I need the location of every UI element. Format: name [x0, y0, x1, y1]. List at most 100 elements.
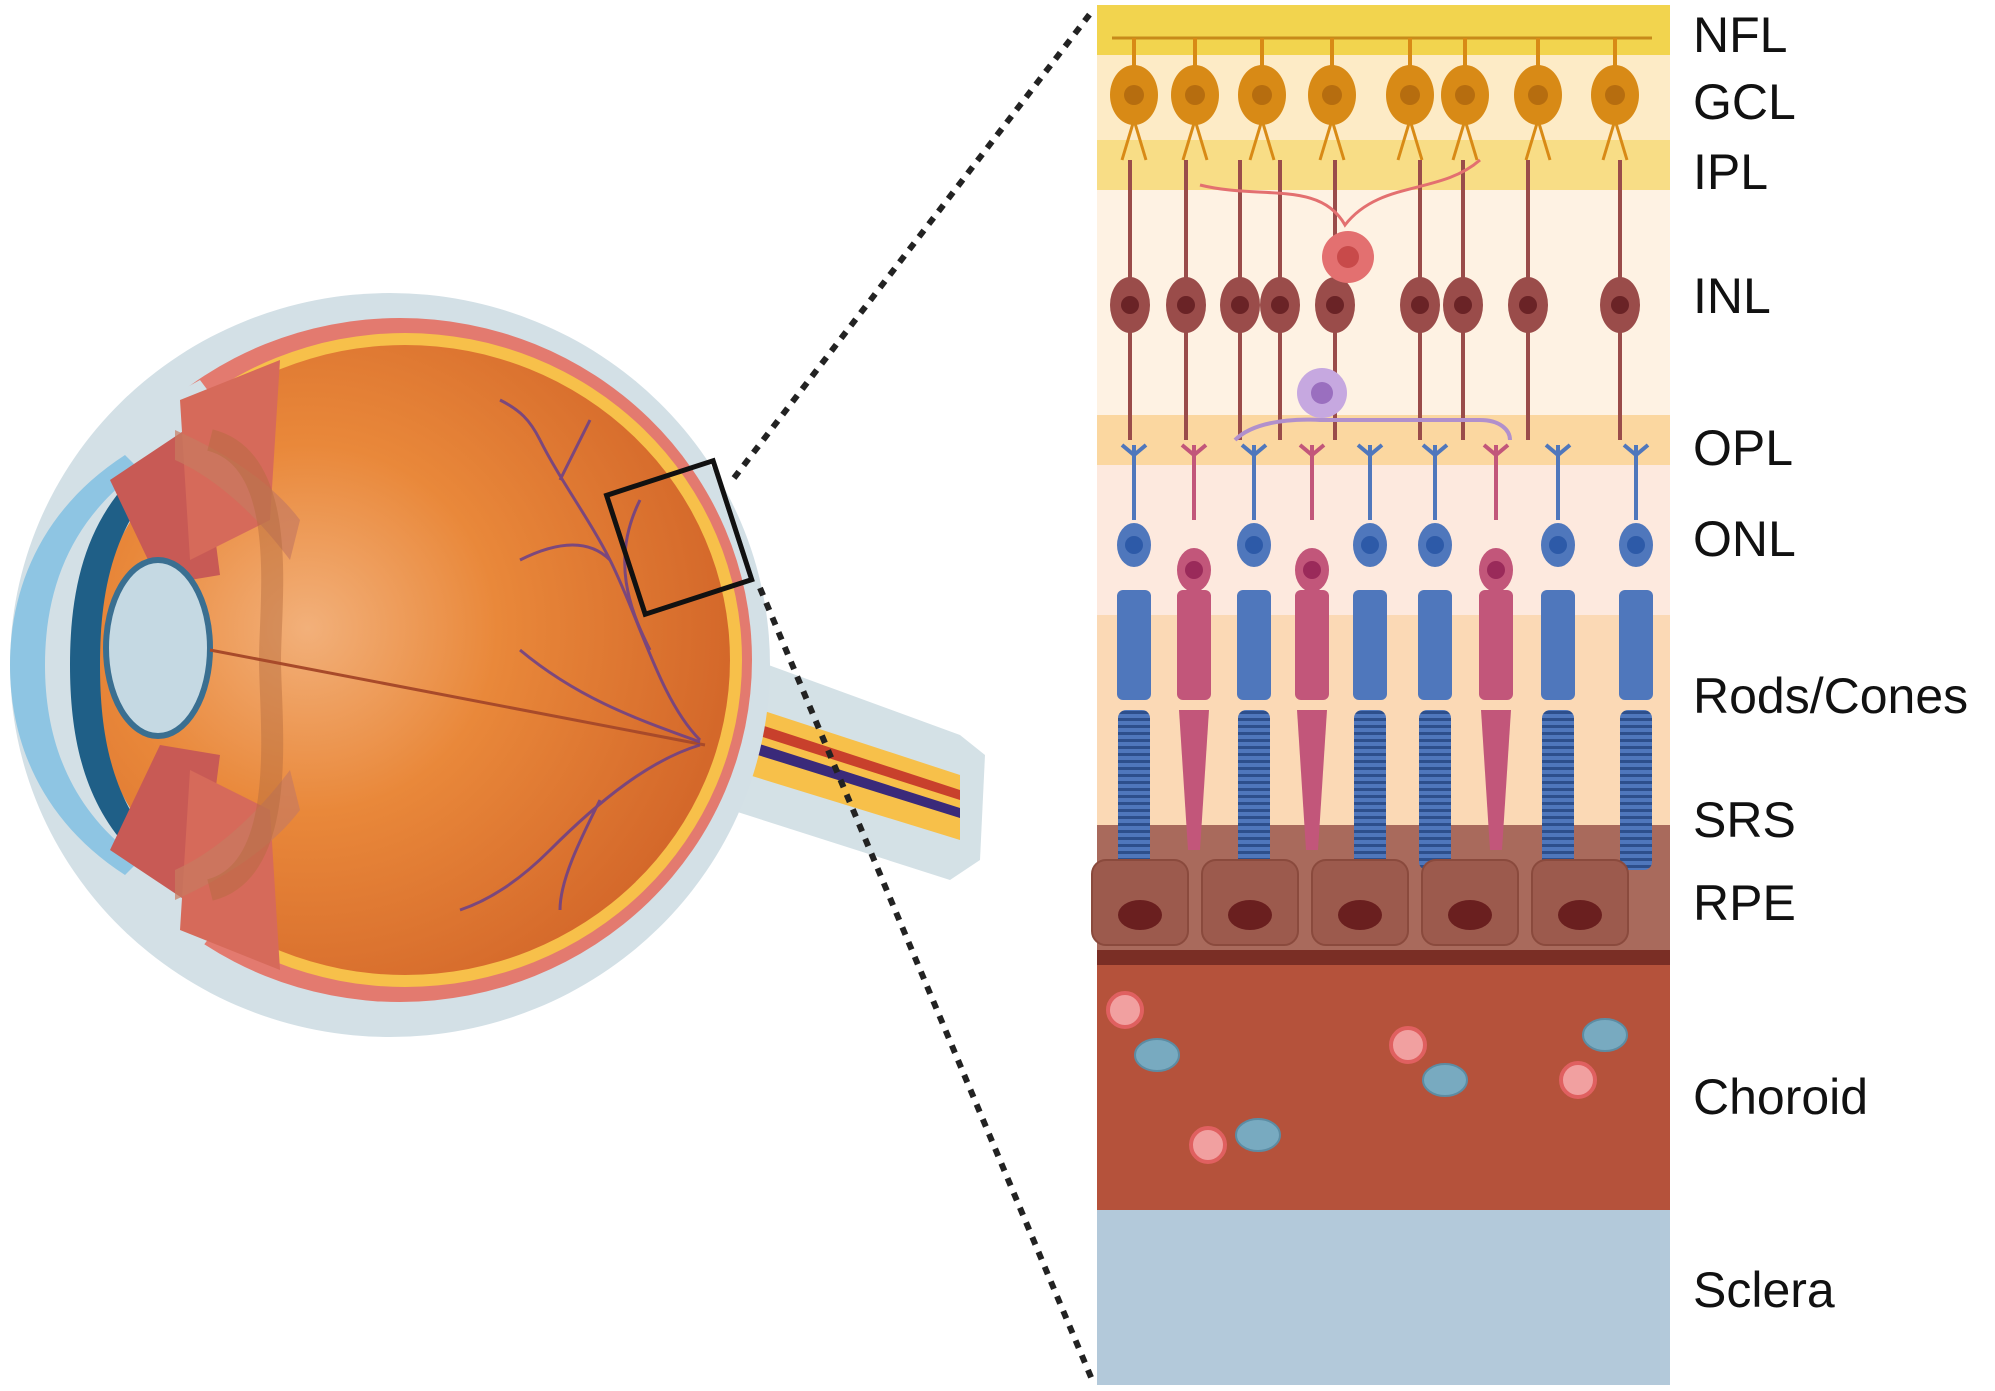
ganglion-dendrite	[1318, 119, 1346, 161]
rpe-nucleus	[1558, 900, 1602, 930]
bipolar-nucleus	[1121, 296, 1139, 314]
rpe-nucleus	[1118, 900, 1162, 930]
band-opl	[1097, 415, 1670, 465]
horizontal-nucleus	[1311, 382, 1333, 404]
label-inl: INL	[1693, 268, 1771, 324]
rod-terminal	[1356, 443, 1384, 458]
label-opl: OPL	[1693, 420, 1794, 476]
red-blood-cell	[1189, 1126, 1227, 1164]
cone-inner-segment	[1177, 590, 1211, 700]
label-rpe: RPE	[1693, 875, 1796, 931]
zoom-line-top	[731, 8, 1096, 480]
rod-inner-segment	[1237, 590, 1271, 700]
ganglion-nucleus	[1455, 85, 1475, 105]
label-rods-cones: Rods/Cones	[1693, 668, 1969, 724]
rod-nucleus	[1627, 536, 1645, 554]
eye-cross-section	[10, 293, 985, 1037]
rod-outer-segment	[1238, 710, 1270, 870]
rod-inner-segment	[1619, 590, 1653, 700]
ganglion-nucleus	[1528, 85, 1548, 105]
ganglion-dendrite	[1181, 119, 1209, 161]
rod-nucleus	[1125, 536, 1143, 554]
rod-inner-segment	[1353, 590, 1387, 700]
cone-nucleus	[1487, 561, 1505, 579]
rod-outer-segment	[1419, 710, 1451, 870]
cone-outer-segment	[1179, 710, 1209, 850]
rod-nucleus	[1426, 536, 1444, 554]
band-sclera	[1097, 1210, 1670, 1385]
rpe-nucleus	[1338, 900, 1382, 930]
bipolar-nucleus	[1271, 296, 1289, 314]
cone-nucleus	[1185, 561, 1203, 579]
red-blood-cell	[1106, 991, 1144, 1029]
label-gcl: GCL	[1693, 74, 1796, 130]
cone-inner-segment	[1295, 590, 1329, 700]
cone-terminal	[1180, 443, 1208, 458]
label-choroid: Choroid	[1693, 1069, 1869, 1125]
retina-cells	[1091, 36, 1653, 1164]
rod-terminal	[1120, 443, 1148, 458]
rod-terminal	[1240, 443, 1268, 458]
rpe-nucleus	[1448, 900, 1492, 930]
ganglion-nucleus	[1124, 85, 1144, 105]
bipolar-nucleus	[1519, 296, 1537, 314]
cone-outer-segment	[1481, 710, 1511, 850]
lens	[103, 557, 213, 739]
bipolar-nucleus	[1231, 296, 1249, 314]
blood-vessel-cell	[1582, 1018, 1628, 1052]
ganglion-dendrite	[1601, 119, 1629, 161]
bipolar-nucleus	[1611, 296, 1629, 314]
band-ipl	[1097, 140, 1670, 190]
bipolar-nucleus	[1177, 296, 1195, 314]
rod-nucleus	[1245, 536, 1263, 554]
bipolar-nucleus	[1454, 296, 1472, 314]
rod-inner-segment	[1418, 590, 1452, 700]
cone-terminal	[1482, 443, 1510, 458]
label-onl: ONL	[1693, 511, 1796, 567]
rod-terminal	[1622, 443, 1650, 458]
rod-nucleus	[1549, 536, 1567, 554]
cornea	[10, 455, 140, 875]
ganglion-dendrite	[1396, 119, 1424, 161]
rod-outer-segment	[1354, 710, 1386, 870]
rod-nucleus	[1361, 536, 1379, 554]
ganglion-dendrite	[1524, 119, 1552, 161]
bipolar-nucleus	[1326, 296, 1344, 314]
rod-terminal	[1421, 443, 1449, 458]
blood-vessel-cell	[1422, 1063, 1468, 1097]
cone-terminal	[1298, 443, 1326, 458]
rod-inner-segment	[1541, 590, 1575, 700]
rod-outer-segment	[1620, 710, 1652, 870]
ganglion-nucleus	[1605, 85, 1625, 105]
blood-vessel-cell	[1134, 1038, 1180, 1072]
ganglion-nucleus	[1252, 85, 1272, 105]
red-blood-cell	[1389, 1026, 1427, 1064]
rod-outer-segment	[1118, 710, 1150, 870]
band-nfl	[1097, 5, 1670, 55]
horizontal-process	[1233, 417, 1512, 442]
ganglion-nucleus	[1400, 85, 1420, 105]
rod-outer-segment	[1542, 710, 1574, 870]
rpe-nucleus	[1228, 900, 1272, 930]
ganglion-nucleus	[1322, 85, 1342, 105]
band-bruchs	[1097, 950, 1670, 965]
label-nfl: NFL	[1693, 7, 1788, 63]
bipolar-nucleus	[1411, 296, 1429, 314]
red-blood-cell	[1559, 1061, 1597, 1099]
ganglion-dendrite	[1248, 119, 1276, 161]
blood-vessel-cell	[1235, 1118, 1281, 1152]
ganglion-dendrite	[1451, 119, 1479, 161]
label-sclera: Sclera	[1693, 1262, 1835, 1318]
cone-inner-segment	[1479, 590, 1513, 700]
cone-outer-segment	[1297, 710, 1327, 850]
rod-inner-segment	[1117, 590, 1151, 700]
ganglion-nucleus	[1185, 85, 1205, 105]
cone-nucleus	[1303, 561, 1321, 579]
label-srs: SRS	[1693, 792, 1796, 848]
label-ipl: IPL	[1693, 144, 1769, 200]
ganglion-dendrite	[1120, 119, 1148, 161]
zoom-region-box	[603, 457, 755, 618]
zoom-line-bottom	[757, 586, 1096, 1384]
amacrine-process	[1199, 158, 1481, 228]
amacrine-nucleus	[1337, 246, 1359, 268]
